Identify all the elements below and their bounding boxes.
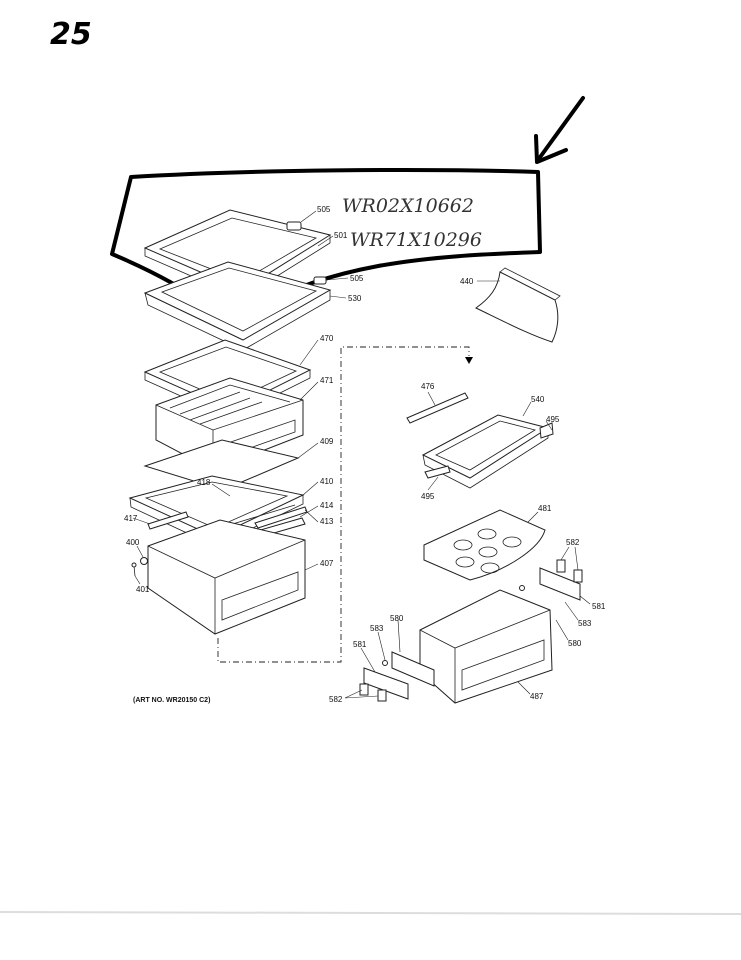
shelf-frame-530 bbox=[143, 261, 332, 351]
callout-582b: 582 bbox=[329, 695, 343, 704]
leader-lines bbox=[132, 210, 591, 699]
handwritten-arrow-icon bbox=[534, 96, 585, 164]
callout-495b: 495 bbox=[421, 492, 435, 501]
rail-assembly-right bbox=[519, 559, 583, 601]
callout-476: 476 bbox=[421, 382, 435, 391]
assembly-dashed-line bbox=[217, 346, 470, 663]
callout-400: 400 bbox=[126, 538, 140, 547]
callout-580a: 580 bbox=[568, 639, 582, 648]
callout-413: 413 bbox=[320, 517, 334, 526]
callout-414: 414 bbox=[320, 501, 334, 510]
rail-assembly-left bbox=[359, 651, 435, 702]
cover-440 bbox=[475, 267, 561, 343]
drawer-487 bbox=[419, 589, 553, 704]
callout-530: 530 bbox=[348, 294, 362, 303]
callout-409: 409 bbox=[320, 437, 334, 446]
handwritten-part-1: WR02X10662 bbox=[342, 195, 474, 217]
callout-495a: 495 bbox=[546, 415, 560, 424]
callout-401: 401 bbox=[136, 585, 150, 594]
assembly-arrow-icon bbox=[465, 357, 473, 364]
callout-418: 418 bbox=[197, 478, 211, 487]
callout-581b: 581 bbox=[353, 640, 367, 649]
callout-417: 417 bbox=[124, 514, 138, 523]
callout-407: 407 bbox=[320, 559, 334, 568]
callout-481: 481 bbox=[538, 504, 552, 513]
callout-583b: 583 bbox=[370, 624, 384, 633]
callout-540: 540 bbox=[531, 395, 545, 404]
screws-400-401 bbox=[131, 557, 148, 577]
callout-labels: 505 501 505 530 470 471 409 418 410 414 … bbox=[124, 205, 606, 704]
callout-470: 470 bbox=[320, 334, 334, 343]
callout-487: 487 bbox=[530, 692, 544, 701]
callout-582a: 582 bbox=[566, 538, 580, 547]
callout-581a: 581 bbox=[592, 602, 606, 611]
callout-580b: 580 bbox=[390, 614, 404, 623]
callout-501: 501 bbox=[334, 231, 348, 240]
art-number: (ART NO. WR20150 C2) bbox=[133, 697, 210, 704]
shelf-540 bbox=[421, 414, 554, 489]
callout-583a: 583 bbox=[578, 619, 592, 628]
page-number: 25 bbox=[50, 17, 92, 52]
callout-410: 410 bbox=[320, 477, 334, 486]
callout-471: 471 bbox=[320, 376, 334, 385]
callout-505b: 505 bbox=[350, 274, 364, 283]
scan-edge bbox=[0, 911, 741, 915]
egg-tray-481 bbox=[423, 509, 546, 581]
handwritten-part-2: WR71X10296 bbox=[350, 229, 482, 251]
drawer-407 bbox=[147, 519, 306, 635]
callout-440: 440 bbox=[460, 277, 474, 286]
trim-bar-476 bbox=[406, 392, 469, 424]
callout-505a: 505 bbox=[317, 205, 331, 214]
